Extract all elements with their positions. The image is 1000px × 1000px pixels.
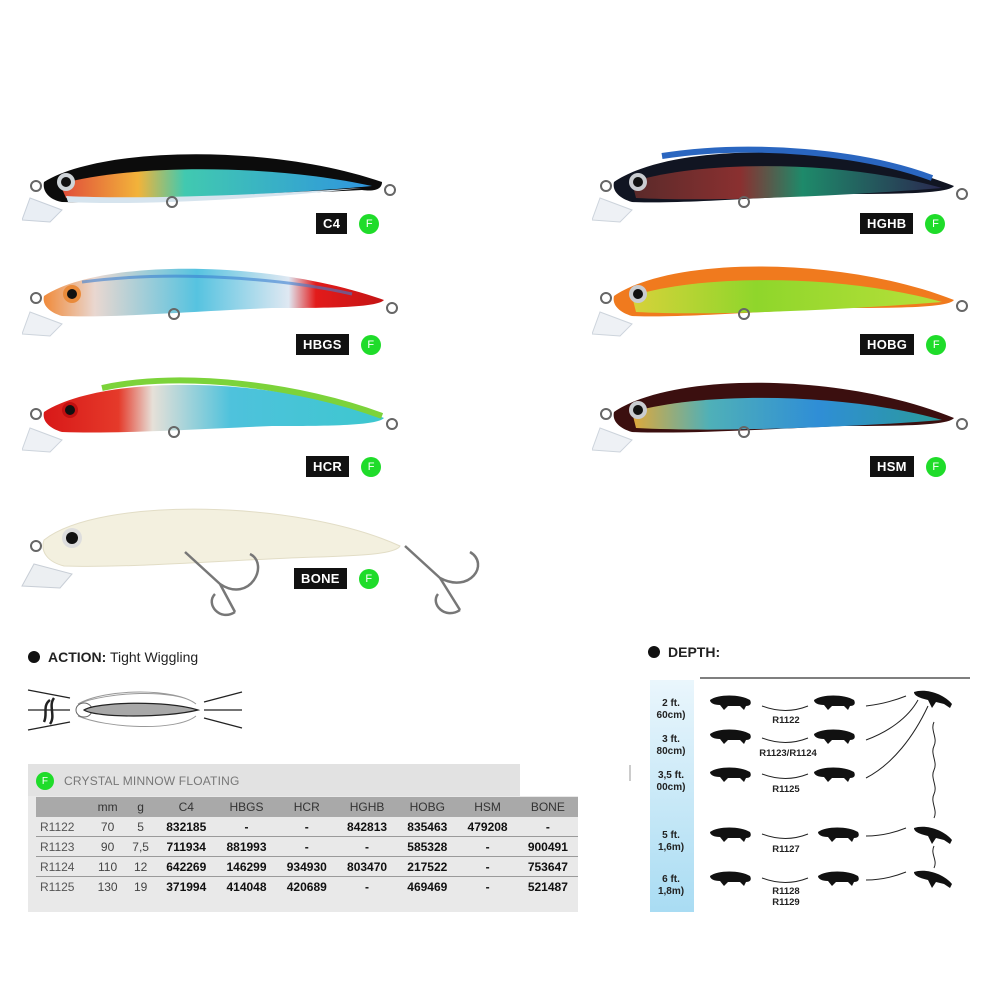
depth-scale-bar bbox=[650, 680, 694, 912]
color-code: HGHB bbox=[860, 213, 914, 234]
color-code: C4 bbox=[316, 213, 348, 234]
float-badge-icon: F bbox=[361, 456, 382, 477]
color-tag-hobg: HOBG F bbox=[860, 334, 947, 355]
bullet-icon bbox=[28, 651, 40, 663]
color-tag-hbgs: HBGS F bbox=[296, 334, 381, 355]
action-heading: ACTION: Tight Wiggling bbox=[28, 649, 198, 665]
color-tag-hghb: HGHB F bbox=[860, 213, 946, 234]
color-code: HSM bbox=[870, 456, 914, 477]
bullet-icon bbox=[648, 646, 660, 658]
depth-model-label: R1122 bbox=[772, 715, 800, 726]
spec-table-title: F CRYSTAL MINNOW FLOATING bbox=[36, 772, 240, 790]
color-code: HOBG bbox=[860, 334, 915, 355]
depth-diagram bbox=[700, 677, 970, 888]
lure-image-hghb bbox=[592, 138, 972, 228]
action-diagram bbox=[26, 684, 246, 745]
table-row: R1124 110 12 642269 146299 934930 803470… bbox=[36, 856, 578, 877]
lure-image-hobg bbox=[592, 252, 972, 342]
float-badge-icon: F bbox=[36, 772, 54, 790]
lure-image-c4 bbox=[22, 138, 402, 228]
float-badge-icon: F bbox=[360, 334, 381, 355]
color-code: BONE bbox=[294, 568, 347, 589]
depth-level-3: 3,5 ft.00cm) bbox=[656, 770, 686, 793]
depth-chart: 2 ft.60cm) 3 ft.80cm) 3,5 ft.00cm) 5 ft.… bbox=[648, 670, 978, 915]
depth-heading: DEPTH: bbox=[648, 644, 720, 660]
depth-model-label: R1125 bbox=[772, 784, 800, 795]
depth-label: DEPTH: bbox=[668, 644, 721, 660]
color-tag-bone: BONE F bbox=[294, 568, 379, 589]
color-tag-hsm: HSM F bbox=[870, 456, 946, 477]
table-row: R1125 130 19 371994 414048 420689 - 4694… bbox=[40, 879, 568, 894]
float-badge-icon: F bbox=[926, 334, 947, 355]
depth-level-2: 3 ft.80cm) bbox=[656, 734, 686, 757]
float-badge-icon: F bbox=[925, 213, 946, 234]
lure-image-hcr bbox=[22, 368, 402, 458]
divider bbox=[629, 765, 631, 781]
lure-image-hbgs bbox=[22, 252, 402, 342]
float-badge-icon: F bbox=[358, 568, 379, 589]
depth-model-label: R1128 R1129 bbox=[772, 886, 800, 908]
table-row: R1123 90 7,5 711934 881993 - - 585328 - … bbox=[36, 836, 578, 857]
table-header-row: mm g C4 HBGS HCR HGHB HOBG HSM BONE bbox=[36, 797, 578, 817]
depth-model-label: R1127 bbox=[772, 844, 800, 855]
lure-image-bone bbox=[20, 494, 490, 624]
depth-level-5: 6 ft.1,8m) bbox=[657, 874, 685, 897]
float-badge-icon: F bbox=[925, 456, 946, 477]
spec-table-panel: F CRYSTAL MINNOW FLOATING mm g C4 HBGS H… bbox=[28, 764, 578, 912]
spec-table: mm g C4 HBGS HCR HGHB HOBG HSM BONE R112… bbox=[36, 797, 578, 896]
action-value: Tight Wiggling bbox=[109, 649, 199, 665]
color-tag-c4: C4 F bbox=[316, 213, 380, 234]
float-badge-icon: F bbox=[359, 213, 380, 234]
color-code: HCR bbox=[306, 456, 350, 477]
color-code: HBGS bbox=[296, 334, 349, 355]
table-row: R1122 70 5 832185 - - 842813 835463 4792… bbox=[36, 817, 578, 837]
depth-model-label: R1123/R1124 bbox=[759, 748, 817, 759]
action-label: ACTION: bbox=[48, 649, 107, 665]
color-tag-hcr: HCR F bbox=[306, 456, 382, 477]
lure-image-hsm bbox=[592, 368, 972, 458]
depth-level-4: 5 ft.1,6m) bbox=[657, 830, 685, 853]
depth-level-1: 2 ft.60cm) bbox=[656, 698, 686, 721]
